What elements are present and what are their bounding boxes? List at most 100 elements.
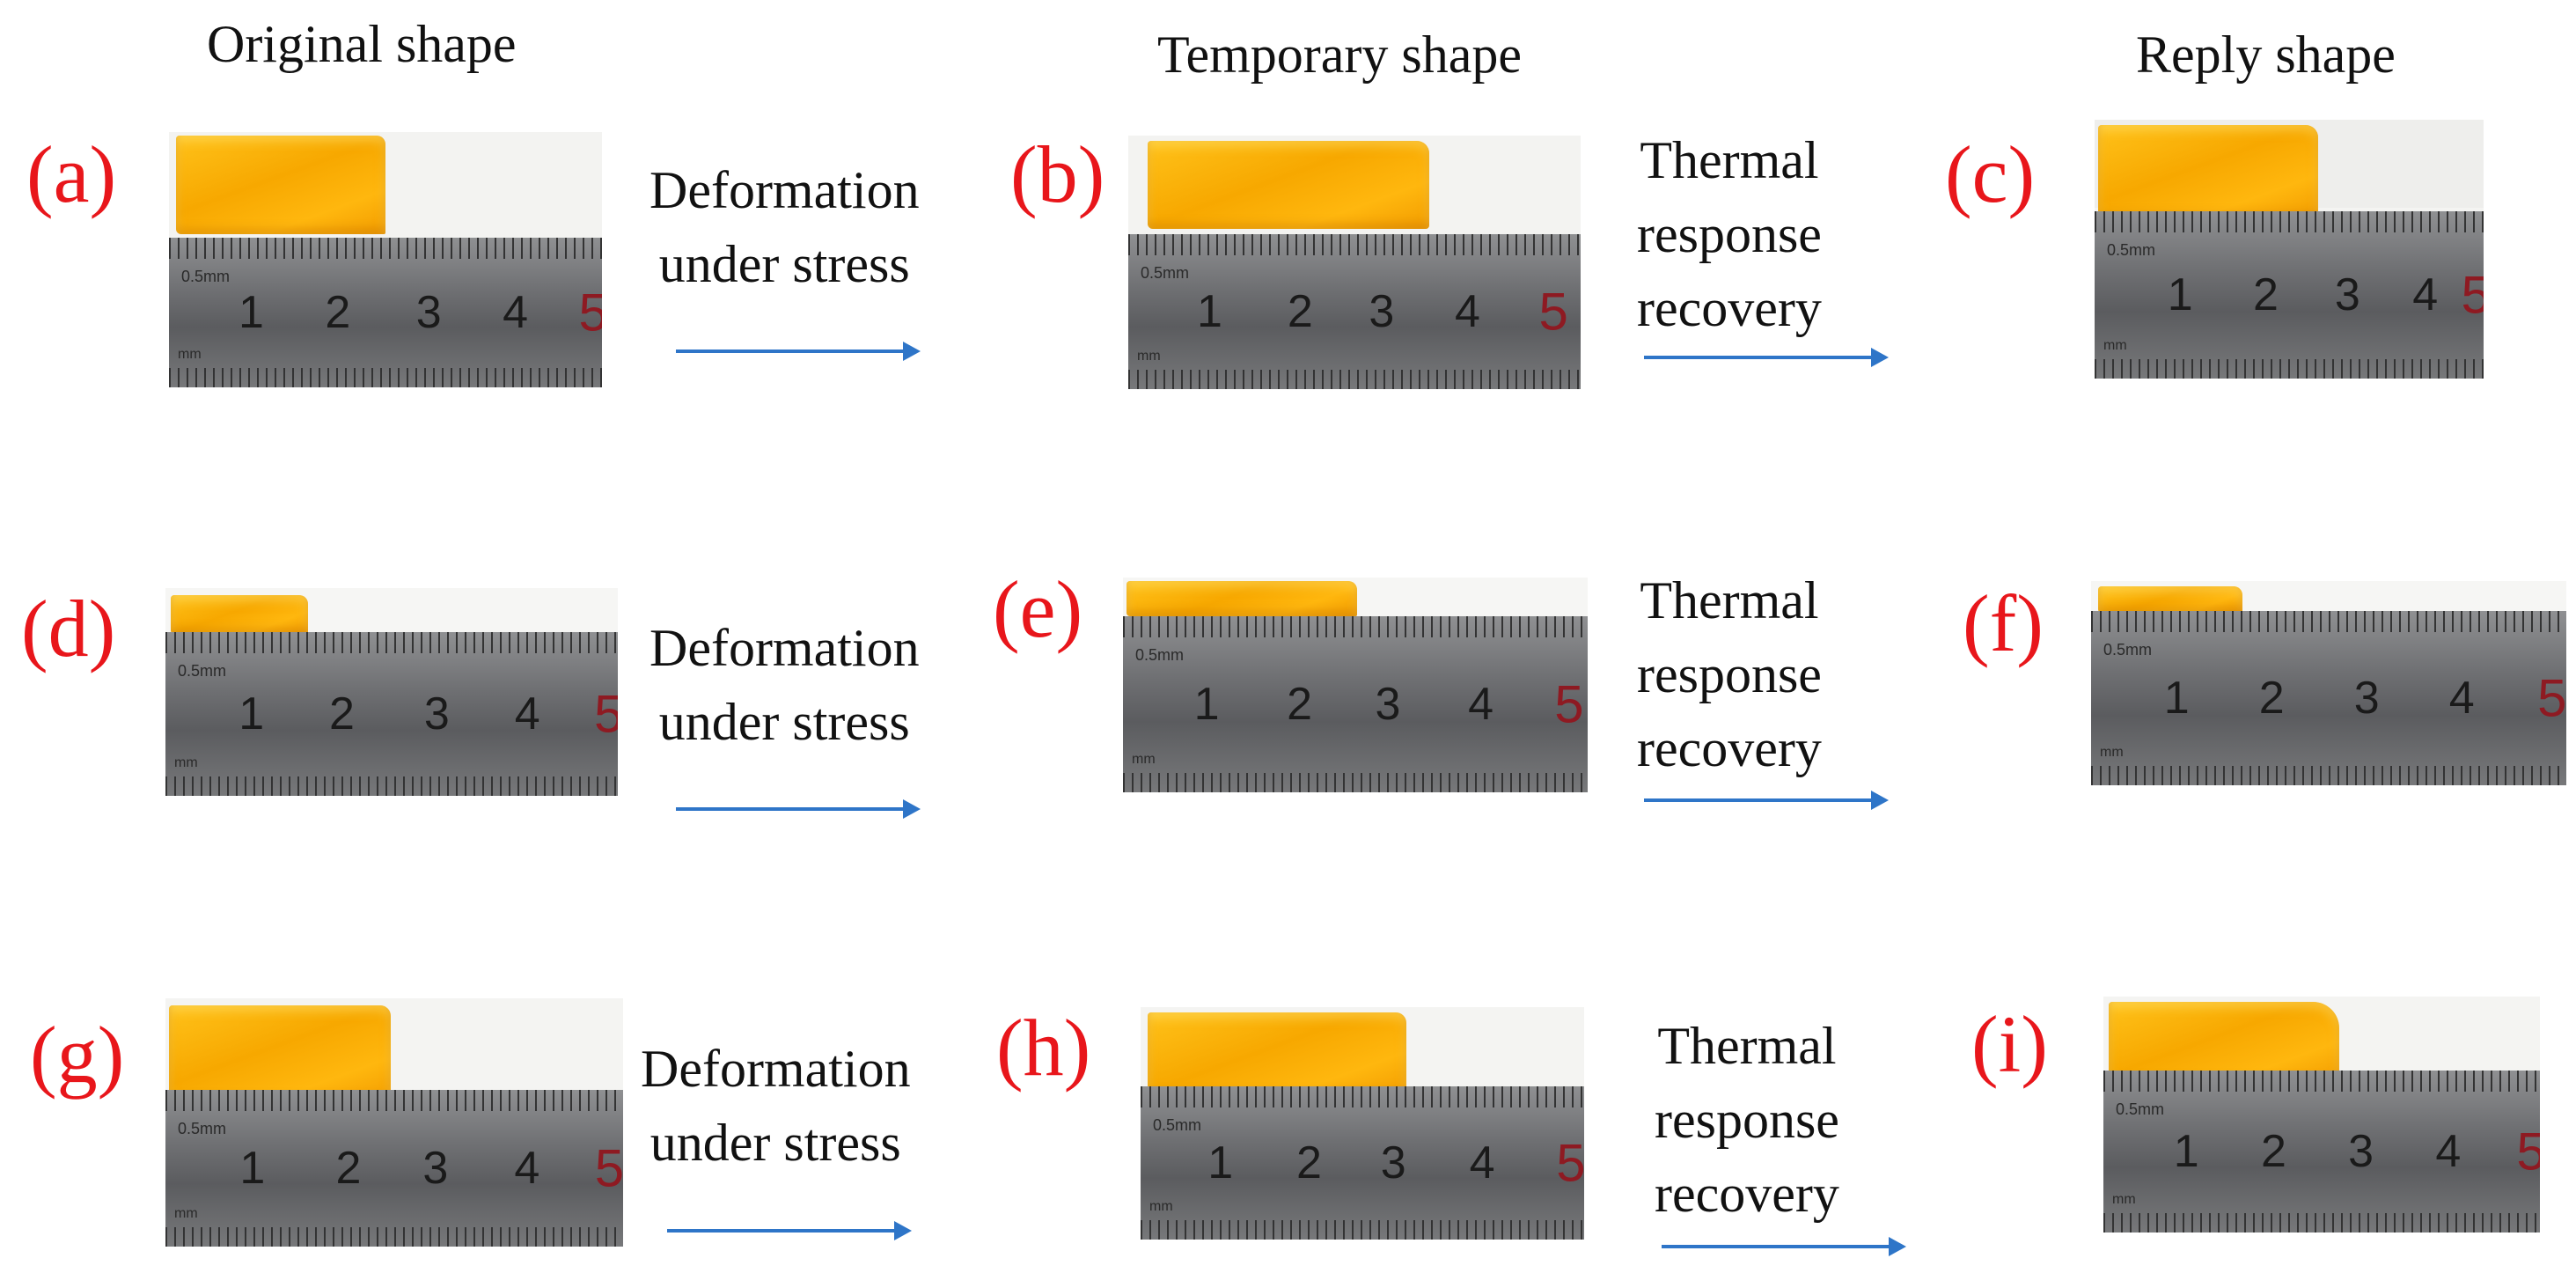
ruler: 0.5mm mm 1 2 3 4 5 xyxy=(2103,1071,2540,1233)
ruler-number: 1 xyxy=(239,1143,266,1194)
ruler-scale-mark: 0.5mm xyxy=(1141,264,1190,282)
step-recovery: Thermal response recovery xyxy=(1637,123,1822,345)
ruler-number: 3 xyxy=(1369,286,1395,337)
ruler-scale-mark: 0.5mm xyxy=(2107,241,2156,259)
sample-strip xyxy=(1127,581,1357,616)
photo-g: 0.5mm mm 1 2 3 4 5 xyxy=(165,998,623,1247)
panel-label-d: (d) xyxy=(21,584,116,673)
ruler-number: 2 xyxy=(2253,269,2279,320)
ruler-number: 2 xyxy=(2258,673,2285,724)
ruler: 0.5mm mm 1 2 3 4 5 xyxy=(2091,611,2566,785)
photo-a: 0.5mm mm 1 2 3 4 5 xyxy=(169,132,602,387)
ruler-number: 2 xyxy=(335,1143,362,1194)
panel-label-a: (a) xyxy=(26,129,117,219)
photo-d: 0.5mm mm 1 2 3 4 5 xyxy=(165,588,618,796)
ruler-unit-mark: mm xyxy=(174,755,198,770)
step-line: Thermal xyxy=(1657,1017,1837,1075)
step-line: recovery xyxy=(1655,1165,1839,1223)
sample-strip xyxy=(169,1005,391,1102)
ruler-number: 3 xyxy=(1380,1137,1406,1188)
ruler-number: 1 xyxy=(1193,679,1220,730)
ruler-unit-mark: mm xyxy=(1137,349,1161,364)
ruler-scale-mark: 0.5mm xyxy=(1135,646,1185,664)
ruler-scale-mark: 0.5mm xyxy=(1153,1116,1202,1134)
arrow-right xyxy=(1662,1237,1906,1256)
ruler-number: 5 xyxy=(578,283,602,342)
sample-strip xyxy=(2098,125,2318,218)
step-line: response xyxy=(1637,205,1822,263)
ruler-number: 5 xyxy=(594,684,618,744)
sample-strip xyxy=(176,136,385,234)
photo-e: 0.5mm mm 1 2 3 4 5 xyxy=(1123,578,1588,792)
ruler-number: 4 xyxy=(2448,673,2475,724)
ruler-number: 2 xyxy=(2260,1126,2286,1177)
photo-b: 0.5mm mm 1 2 3 4 5 xyxy=(1128,136,1581,389)
ruler-unit-mark: mm xyxy=(1149,1199,1173,1214)
sample-strip xyxy=(1148,141,1429,229)
photo-i: 0.5mm mm 1 2 3 4 5 xyxy=(2103,997,2540,1233)
panel-label-e: (e) xyxy=(993,564,1083,654)
step-line: Thermal xyxy=(1640,131,1819,189)
ruler-number: 5 xyxy=(1538,282,1568,342)
ruler-number: 3 xyxy=(422,1143,449,1194)
ruler-number: 2 xyxy=(1287,286,1313,337)
ruler-number: 2 xyxy=(1287,679,1313,730)
ruler-number: 2 xyxy=(328,688,355,740)
photo-h: 0.5mm mm 1 2 3 4 5 xyxy=(1141,1007,1584,1240)
sample-strip xyxy=(2109,1002,2339,1083)
ruler-number: 5 xyxy=(2461,265,2484,325)
step-recovery: Thermal response recovery xyxy=(1637,563,1822,785)
step-line: Deformation xyxy=(641,1040,911,1098)
ruler-number: 1 xyxy=(239,688,265,740)
ruler-number: 5 xyxy=(2516,1122,2540,1181)
arrow-right xyxy=(1644,348,1889,367)
ruler-number: 1 xyxy=(1197,286,1222,337)
step-line: Deformation xyxy=(650,161,920,219)
sample-strip xyxy=(2098,586,2242,613)
ruler-number: 5 xyxy=(1556,1133,1584,1193)
step-line: under stress xyxy=(658,693,910,751)
step-line: under stress xyxy=(650,1114,901,1172)
ruler-number: 4 xyxy=(1468,679,1494,730)
title-reply: Reply shape xyxy=(2136,26,2396,84)
ruler: 0.5mm mm 1 2 3 4 5 xyxy=(165,1090,623,1247)
ruler-number: 5 xyxy=(594,1138,623,1198)
arrow-right xyxy=(667,1221,912,1240)
ruler-scale-mark: 0.5mm xyxy=(2103,641,2153,659)
title-original: Original shape xyxy=(207,15,517,73)
ruler-number: 2 xyxy=(325,287,351,338)
ruler-scale-mark: 0.5mm xyxy=(178,1120,227,1137)
ruler-unit-mark: mm xyxy=(174,1206,198,1221)
photo-f: 0.5mm mm 1 2 3 4 5 xyxy=(2091,581,2566,785)
ruler-scale-mark: 0.5mm xyxy=(181,268,231,285)
ruler-number: 3 xyxy=(2348,1126,2374,1177)
step-deformation: Deformation under stress xyxy=(641,1032,911,1180)
ruler-number: 1 xyxy=(2163,673,2190,724)
ruler: 0.5mm mm 1 2 3 4 5 xyxy=(1128,234,1581,389)
ruler-unit-mark: mm xyxy=(2100,745,2124,760)
arrow-right xyxy=(676,342,921,361)
ruler: 0.5mm mm 1 2 3 4 5 xyxy=(2095,211,2484,379)
step-line: response xyxy=(1637,645,1822,703)
ruler-unit-mark: mm xyxy=(178,347,202,362)
sample-strip xyxy=(171,595,308,634)
ruler: 0.5mm mm 1 2 3 4 5 xyxy=(1141,1086,1584,1240)
ruler-number: 4 xyxy=(503,287,529,338)
title-temporary: Temporary shape xyxy=(1157,26,1522,84)
ruler-number: 1 xyxy=(2173,1126,2199,1177)
ruler-number: 3 xyxy=(2353,673,2380,724)
panel-label-c: (c) xyxy=(1945,129,2036,219)
sample-strip xyxy=(1148,1012,1406,1097)
ruler-number: 3 xyxy=(423,688,450,740)
ruler-number: 4 xyxy=(1455,286,1480,337)
step-recovery: Thermal response recovery xyxy=(1655,1009,1839,1231)
ruler-scale-mark: 0.5mm xyxy=(2116,1100,2165,1118)
step-line: Thermal xyxy=(1640,571,1819,629)
photo-c: 0.5mm mm 1 2 3 4 5 xyxy=(2095,120,2484,379)
ruler-number: 3 xyxy=(1375,679,1401,730)
ruler-number: 4 xyxy=(514,688,540,740)
ruler-scale-mark: 0.5mm xyxy=(178,662,227,680)
ruler: 0.5mm mm 1 2 3 4 5 xyxy=(169,238,602,387)
step-line: recovery xyxy=(1637,719,1822,777)
ruler-unit-mark: mm xyxy=(2112,1192,2136,1207)
